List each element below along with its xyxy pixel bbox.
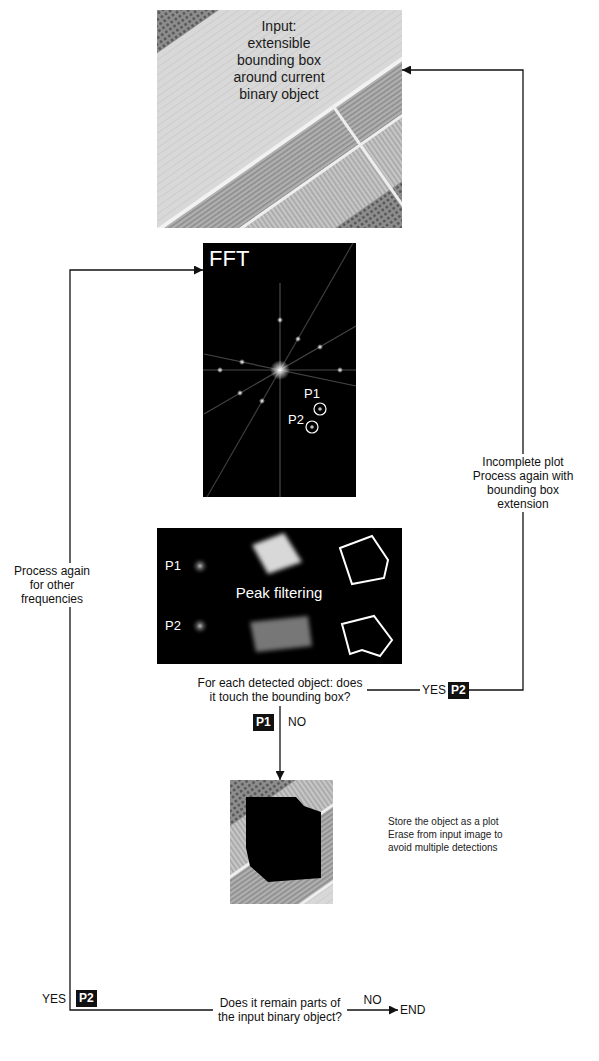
image-title: FFT [209, 246, 249, 272]
spectrum-peak [310, 425, 314, 429]
loop-note: Incomplete plot Process again with bound… [463, 454, 583, 512]
spectrum-streak [204, 326, 356, 414]
orchard-field [157, 10, 402, 228]
spectrum-peak [277, 317, 283, 323]
branch-label: NO [362, 992, 384, 1008]
crop-field [230, 780, 333, 904]
path-badge: P2 [448, 682, 469, 699]
spectrum-center [270, 360, 290, 380]
spectrum-peak [259, 398, 265, 404]
aerial-photo [157, 10, 402, 228]
road [230, 795, 333, 904]
spectrum-streak [279, 283, 280, 497]
fft-image: FFT P1P2 [203, 243, 356, 497]
road [331, 104, 402, 228]
branch-answer: YES [40, 991, 68, 1007]
decision-question: For each detected object: does it touch … [195, 676, 365, 704]
spectrum-peak [217, 367, 223, 373]
bare-field [230, 797, 333, 904]
path-badge: P2 [76, 990, 97, 1007]
input-caption: Input: extensible bounding box around cu… [231, 18, 327, 103]
stored-plot-photo [230, 780, 333, 904]
plot-image: Store the object as a plot Erase from in… [230, 780, 333, 904]
peak-marker [314, 403, 326, 415]
peak-filtering-image: P1Peak filteringP2 [157, 528, 402, 664]
path-badge: P1 [253, 714, 274, 731]
field-pattern [230, 780, 333, 904]
end-terminal: END [398, 1001, 427, 1019]
filtered-object [252, 533, 302, 574]
branch-answer: YES [420, 682, 448, 698]
object-outline [340, 536, 388, 584]
panel-ground [157, 528, 402, 664]
peak-label: P1 [165, 558, 181, 573]
loop-arrow [70, 270, 213, 1010]
peak-label: P1 [304, 386, 320, 401]
branch-arrow [279, 706, 280, 780]
filtered-object [250, 616, 312, 652]
erased-plot [246, 797, 321, 882]
spectrum-peak [239, 359, 245, 365]
decision-question: Does it remain parts of the input binary… [215, 996, 345, 1024]
image-title: Peak filtering [229, 584, 329, 602]
spectrum-peak [318, 407, 322, 411]
peak-filtering-panel [157, 528, 402, 664]
spectrum-streak [207, 243, 353, 497]
spectrum-ground [203, 243, 356, 497]
spectrum-peak [237, 390, 243, 396]
decision-text: Does it remain parts of the input binary… [213, 994, 347, 1026]
loop-note: Process again for other frequencies [6, 563, 98, 607]
branch-label: NO [286, 714, 308, 730]
spectrum-streak [204, 354, 356, 386]
branch-arrow [347, 1009, 398, 1010]
step-note: Store the object as a plot Erase from in… [388, 815, 512, 854]
peak-marker [306, 421, 318, 433]
spectrum-peak [295, 336, 301, 342]
field-pattern [157, 10, 402, 228]
filter-peak [191, 617, 209, 635]
crop-field [157, 10, 402, 228]
peak-label: P2 [165, 618, 181, 633]
spectrum-peak [317, 344, 323, 350]
filter-peak [191, 557, 209, 575]
spectrum-peak [337, 367, 343, 373]
input-image: Input: extensible bounding box around cu… [157, 10, 402, 228]
decision-text: For each detected object: does it touch … [193, 674, 367, 706]
loop-arrow [367, 70, 523, 690]
object-outline [342, 616, 392, 656]
end-label: END [400, 1003, 425, 1017]
peak-label: P2 [288, 412, 304, 427]
fft-spectrum [203, 243, 356, 497]
